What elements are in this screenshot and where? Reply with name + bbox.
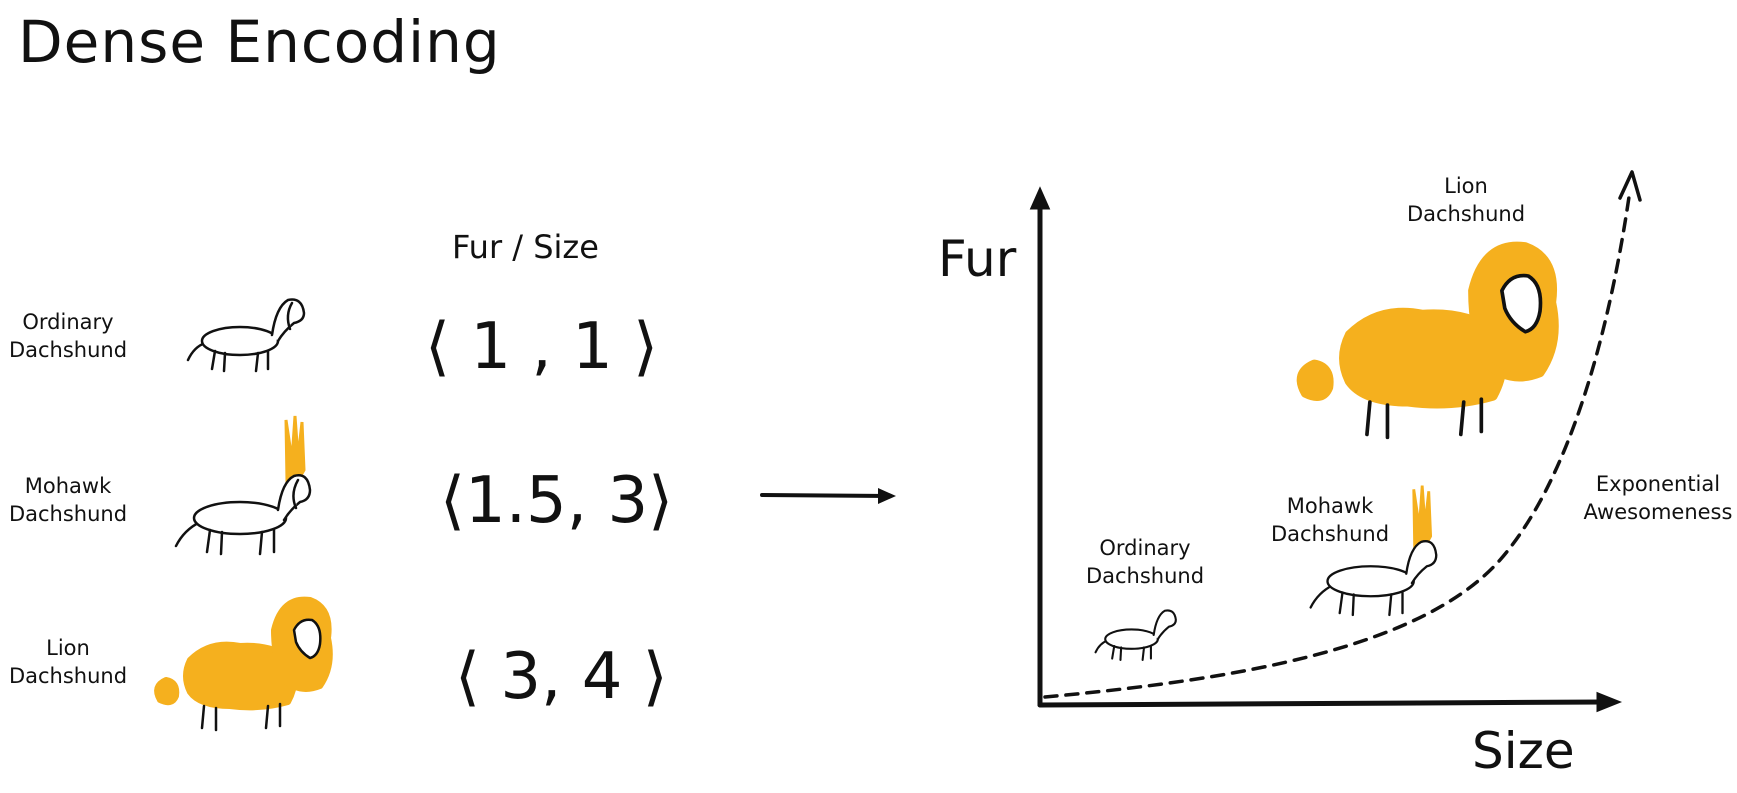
vector-ordinary: ⟨ 1 , 1 ⟩ (425, 310, 659, 384)
table-header: Fur / Size (452, 228, 599, 266)
exponential-curve (1043, 188, 1632, 699)
arrow-right-icon (760, 488, 896, 504)
dachshund-icon (174, 415, 312, 556)
vector-lion: ⟨ 3, 4 ⟩ (455, 640, 668, 714)
curve-label: Exponential Awesomeness (1583, 472, 1733, 524)
vector-mohawk: ⟨1.5, 3⟩ (440, 464, 674, 538)
point-label-ordinary: Ordinary Dachshund (1085, 536, 1205, 588)
row-label-lion: Lion Dachshund (8, 636, 128, 688)
dachshund-icon (1094, 609, 1177, 661)
point-label-mohawk: Mohawk Dachshund (1270, 494, 1390, 546)
x-axis (1037, 699, 1608, 708)
y-axis-label: Fur (938, 230, 1017, 288)
x-axis-label: Size (1472, 722, 1575, 780)
page-title: Dense Encoding (18, 8, 501, 76)
dachshund-icon (1309, 485, 1438, 617)
dachshund-icon (186, 298, 306, 373)
row-label-mohawk: Mohawk Dachshund (8, 474, 128, 526)
dachshund-icon (154, 596, 333, 732)
dachshund-icon (1296, 241, 1559, 440)
row-label-ordinary: Ordinary Dachshund (8, 310, 128, 362)
point-label-lion: Lion Dachshund (1406, 174, 1526, 226)
